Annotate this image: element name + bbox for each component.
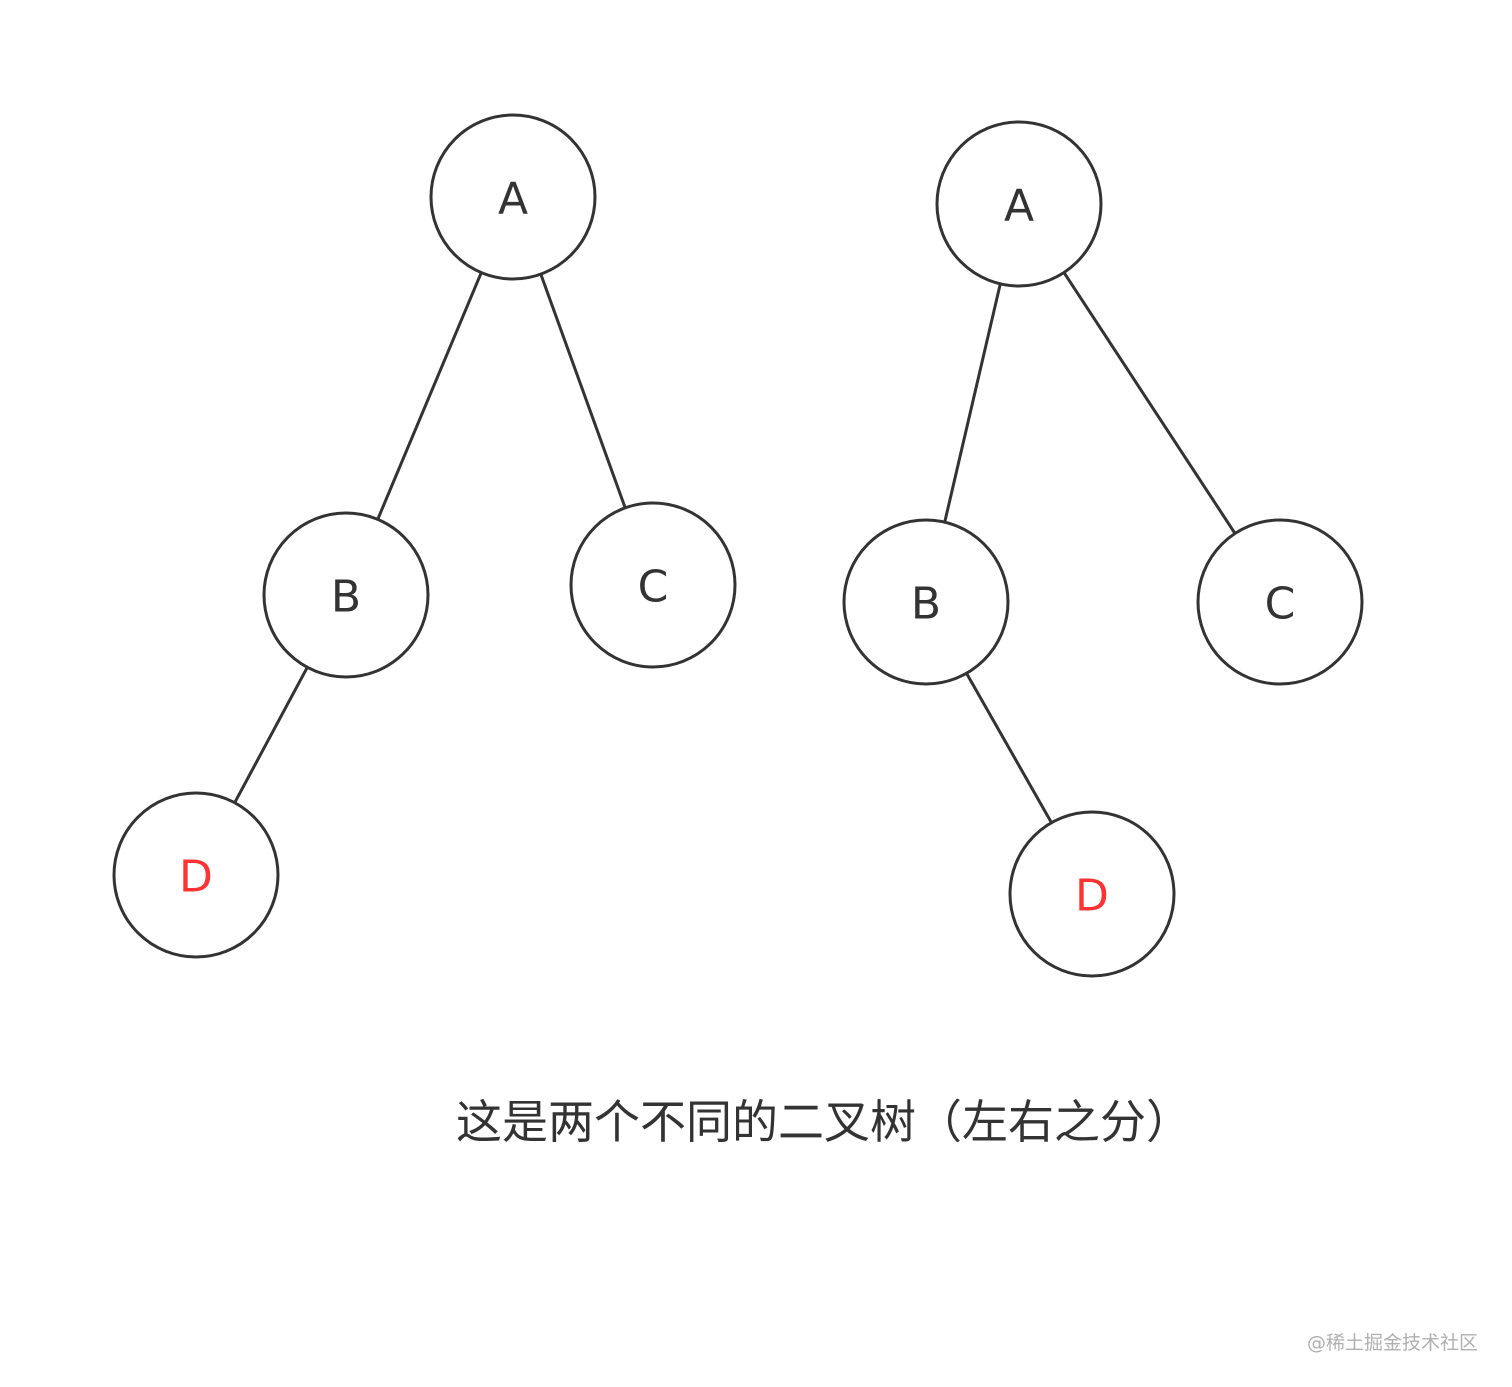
tree-2-node-d-circle xyxy=(1008,810,1176,978)
tree-2-edge-a-b xyxy=(943,283,1002,523)
tree-1-edge-b-d xyxy=(233,666,309,804)
diagram-caption: 这是两个不同的二叉树（左右之分） xyxy=(456,1095,1192,1149)
tree-2-node-b-circle xyxy=(842,518,1010,686)
tree-1-node-d: D xyxy=(112,791,280,959)
tree-2-edge-b-d xyxy=(965,672,1053,824)
tree-1-node-c-label: C xyxy=(638,562,669,613)
tree-1-edge-a-c xyxy=(539,273,627,509)
tree-2-edge-a-c xyxy=(1062,271,1237,535)
tree-2-node-d-label: D xyxy=(1075,871,1109,922)
edges-layer xyxy=(233,271,1237,824)
tree-2-node-c-circle xyxy=(1196,518,1364,686)
tree-2-node-d: D xyxy=(1008,810,1176,978)
tree-2-node-a-label: A xyxy=(1004,181,1034,232)
tree-1-node-b-label: B xyxy=(331,572,361,623)
tree-2-node-a-circle xyxy=(935,120,1103,288)
nodes-layer: A B C D A B C D xyxy=(112,113,1364,978)
tree-2-node-b: B xyxy=(842,518,1010,686)
tree-1-node-b-circle xyxy=(262,511,430,679)
tree-1-node-a-label: A xyxy=(498,174,528,225)
tree-2-node-a: A xyxy=(935,120,1103,288)
tree-1-node-a-circle xyxy=(429,113,597,281)
watermark: @稀土掘金技术社区 xyxy=(1306,1332,1478,1354)
tree-1-edge-a-b xyxy=(376,272,483,520)
tree-1-node-d-label: D xyxy=(179,852,213,903)
tree-2-node-b-label: B xyxy=(911,579,941,630)
tree-1-node-b: B xyxy=(262,511,430,679)
tree-2-node-c: C xyxy=(1196,518,1364,686)
tree-1-node-c-circle xyxy=(569,501,737,669)
tree-1-node-d-circle xyxy=(112,791,280,959)
tree-1-node-c: C xyxy=(569,501,737,669)
tree-1-node-a: A xyxy=(429,113,597,281)
tree-2-node-c-label: C xyxy=(1265,579,1296,630)
